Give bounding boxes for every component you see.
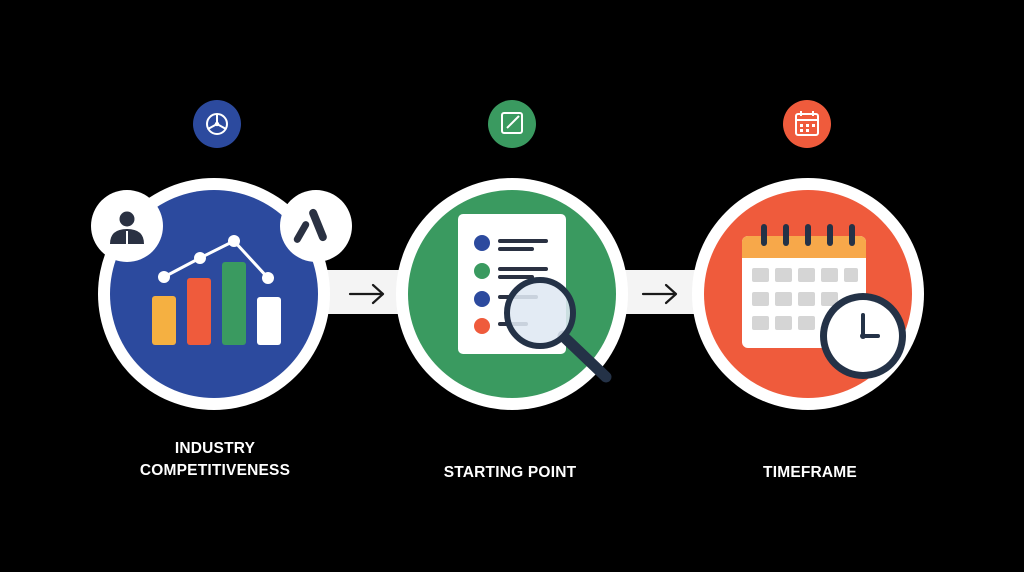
step-industry-competitiveness xyxy=(91,100,352,410)
step-label-line: TIMEFRAME xyxy=(763,464,857,481)
person-icon xyxy=(91,190,163,262)
bar-line-chart-icon xyxy=(152,235,281,345)
document-magnifier-icon xyxy=(458,214,612,383)
edit-note-icon xyxy=(488,100,536,148)
arrow-right-icon xyxy=(641,283,678,305)
logo-icon xyxy=(280,190,352,262)
arrow-right-icon xyxy=(348,283,385,305)
calendar-clock-icon xyxy=(742,224,906,379)
step-label-line: STARTING POINT xyxy=(443,464,577,481)
step-label-industry-competitiveness: INDUSTRY COMPETITIVENESS xyxy=(105,438,325,482)
step-label-line: INDUSTRY xyxy=(174,440,256,457)
step-label-starting-point: STARTING POINT xyxy=(410,462,610,484)
steering-wheel-icon xyxy=(193,100,241,148)
step-label-timeframe: TIMEFRAME xyxy=(710,462,910,484)
step-starting-point xyxy=(396,100,628,410)
step-timeframe xyxy=(692,100,924,410)
calendar-icon xyxy=(783,100,831,148)
step-label-line: COMPETITIVENESS xyxy=(139,462,291,479)
